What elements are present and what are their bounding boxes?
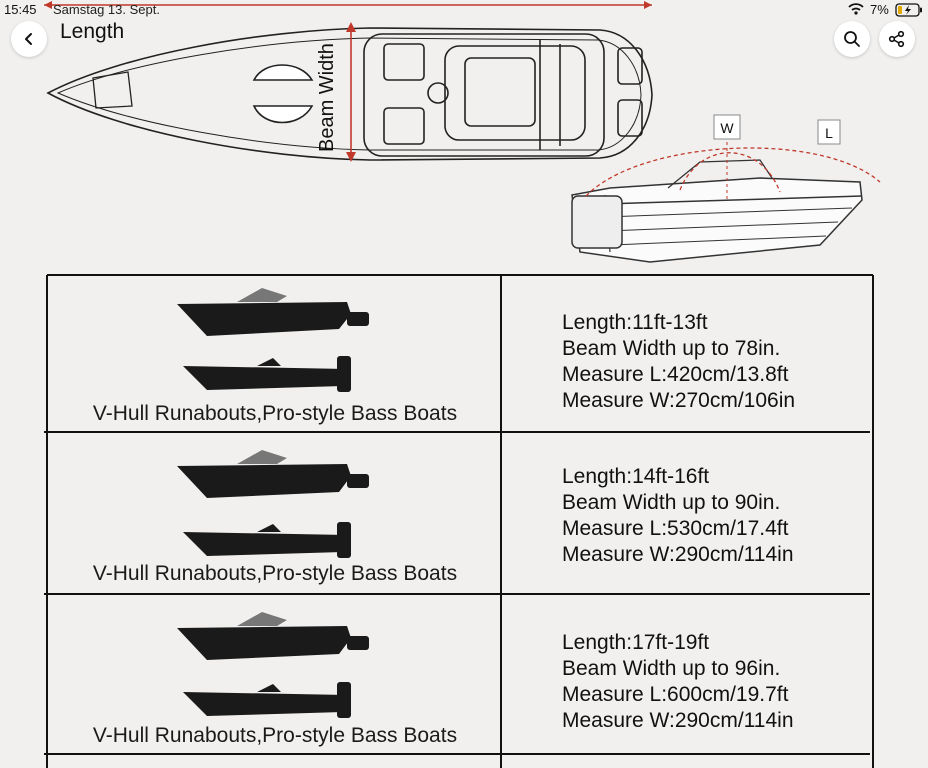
search-button[interactable] <box>834 21 870 57</box>
w-measure-arc <box>585 147 881 197</box>
w-label-box: W <box>713 114 741 140</box>
size-spec-cell: Length:11ft-13ft Beam Width up to 78in. … <box>501 274 871 432</box>
size-spec-cell: Length:14ft-16ft Beam Width up to 90in. … <box>501 432 871 594</box>
svg-text:W: W <box>720 120 734 136</box>
spec-measure-w: Measure W:290cm/114in <box>562 709 794 732</box>
spec-measure-w: Measure W:270cm/106in <box>562 389 796 412</box>
battery-charging-icon <box>895 3 922 17</box>
covered-boat-side-view <box>571 159 863 263</box>
table-row: V-Hull Runabouts,Pro-style Bass Boats Le… <box>44 594 874 754</box>
chevron-left-icon <box>25 33 32 45</box>
share-button[interactable] <box>879 21 915 57</box>
wifi-icon <box>848 3 864 15</box>
table-row: V-Hull Runabouts,Pro-style Bass Boats Le… <box>44 432 874 594</box>
spec-beam-width: Beam Width up to 96in. <box>562 657 781 680</box>
spec-length: Length:14ft-16ft <box>562 465 710 488</box>
boat-top-view <box>46 27 653 161</box>
boat-image-cell: V-Hull Runabouts,Pro-style Bass Boats <box>47 594 503 754</box>
boat-icon <box>177 612 369 718</box>
battery-percentage: 7% <box>870 2 889 17</box>
beam-width-label: Beam Width <box>316 43 338 152</box>
spec-measure-w: Measure W:290cm/114in <box>562 543 794 566</box>
page-title: Length <box>60 20 125 43</box>
status-bar: 15:45 Samstag 13. Sept. 7% <box>0 0 928 20</box>
boat-image-cell: V-Hull Runabouts,Pro-style Bass Boats <box>47 274 503 432</box>
boat-icon <box>177 450 369 558</box>
status-date: Samstag 13. Sept. <box>53 2 160 17</box>
beam-width-arrow <box>346 22 356 162</box>
status-time: 15:45 <box>4 2 37 17</box>
spec-length: Length:17ft-19ft <box>562 631 710 654</box>
boat-type-label: V-Hull Runabouts,Pro-style Bass Boats <box>92 402 458 425</box>
svg-text:L: L <box>825 125 833 141</box>
boat-icon <box>177 288 369 392</box>
length-arrow <box>44 1 652 9</box>
size-chart-table: V-Hull Runabouts,Pro-style Bass Boats Le… <box>44 274 874 768</box>
spec-measure-l: Measure L:600cm/19.7ft <box>562 683 789 706</box>
boat-type-label: V-Hull Runabouts,Pro-style Bass Boats <box>92 724 458 747</box>
boat-image-cell: V-Hull Runabouts,Pro-style Bass Boats <box>47 432 503 594</box>
boat-type-label: V-Hull Runabouts,Pro-style Bass Boats <box>92 562 458 585</box>
spec-beam-width: Beam Width up to 78in. <box>562 337 781 360</box>
l-label-box: L <box>817 119 841 145</box>
table-row: V-Hull Runabouts,Pro-style Bass Boats Le… <box>44 274 874 432</box>
spec-measure-l: Measure L:420cm/13.8ft <box>562 363 789 386</box>
share-icon <box>888 30 905 48</box>
spec-beam-width: Beam Width up to 90in. <box>562 491 781 514</box>
spec-length: Length:11ft-13ft <box>562 311 708 334</box>
spec-measure-l: Measure L:530cm/17.4ft <box>562 517 789 540</box>
size-spec-cell: Length:17ft-19ft Beam Width up to 96in. … <box>501 594 871 754</box>
boat-dimension-diagram: Beam Width W L <box>44 1 881 263</box>
table-grid <box>44 274 874 768</box>
search-icon <box>844 31 860 47</box>
back-button[interactable] <box>11 21 47 57</box>
